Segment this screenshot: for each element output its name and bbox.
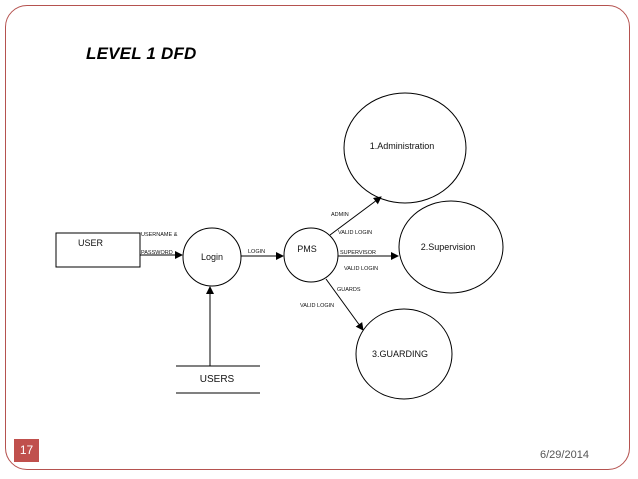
flow-label-username: USERNAME & (141, 232, 178, 238)
slide-number-badge: 17 (14, 439, 39, 462)
flow-label-login: LOGIN (248, 249, 265, 255)
flow-label-guards-valid-login: VALID LOGIN (300, 303, 334, 309)
flow-label-admin-valid-login: VALID LOGIN (338, 230, 372, 236)
flow-pms-to-administration (329, 196, 382, 236)
supervision-process-circle (398, 200, 504, 294)
guarding-process-label: 3.GUARDING (372, 349, 428, 359)
slide-border (5, 5, 630, 470)
user-entity-label: USER (78, 238, 104, 248)
administration-process-circle (343, 92, 467, 204)
pms-process-circle (283, 227, 339, 283)
login-process-label: Login (201, 252, 223, 262)
flow-label-guards: GUARDS (337, 287, 361, 293)
flow-pms-to-guarding (325, 278, 364, 331)
flow-label-supervisor: SUPERVISOR (340, 250, 376, 256)
slide-date: 6/29/2014 (540, 449, 589, 461)
guarding-process-circle (355, 308, 453, 400)
administration-process-label: 1.Administration (370, 141, 435, 151)
slide-title: LEVEL 1 DFD (86, 44, 197, 63)
supervision-process-label: 2.Supervision (421, 242, 476, 252)
flow-label-supervisor-valid-login: VALID LOGIN (344, 266, 378, 272)
pms-process-label: PMS (297, 244, 317, 254)
users-store-label: USERS (200, 374, 235, 385)
flow-label-password: PASSWORD (141, 250, 173, 256)
flow-label-admin: ADMIN (331, 212, 349, 218)
user-entity-box (55, 232, 141, 268)
